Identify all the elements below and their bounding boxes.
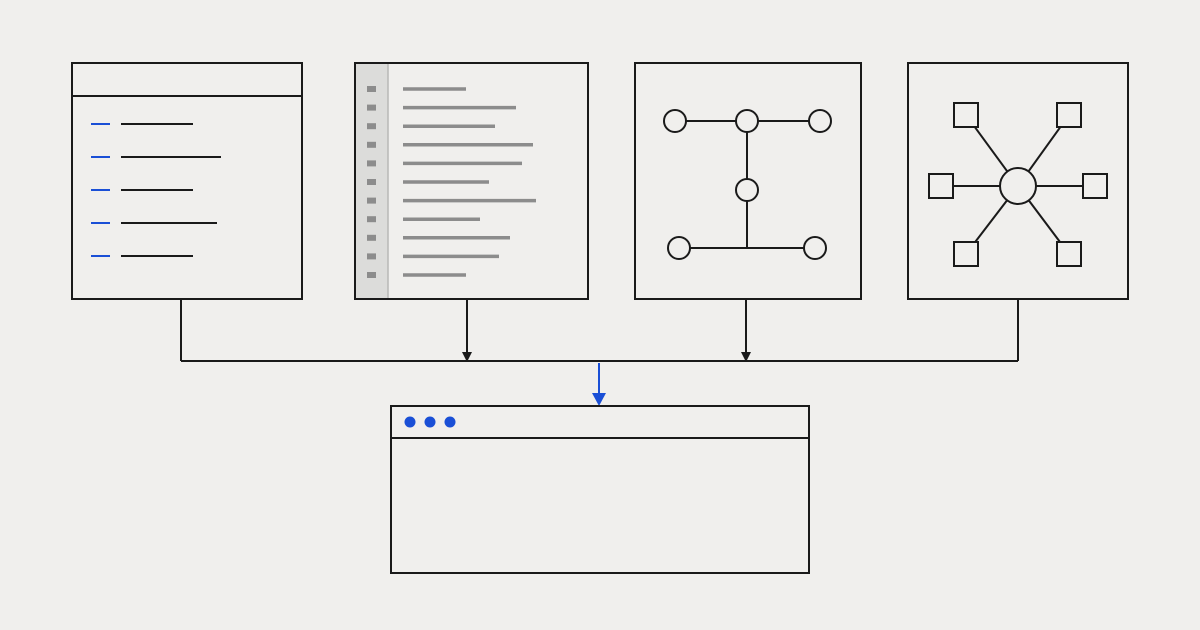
code-editor-rows [367,86,536,278]
tree-node [803,236,827,260]
star-leaf-node [1056,102,1082,128]
outline-list-rows [91,123,221,257]
star-hub-node [999,167,1037,205]
line-number-marker [367,179,376,185]
output-arrow-head [592,393,606,406]
line-number-marker [367,234,376,241]
outline-list-panel [71,62,303,300]
tree-graph-frame [634,62,862,300]
line-number-marker [367,216,376,223]
output-window [390,405,810,574]
tree-node [735,178,759,202]
code-editor-panel [354,62,589,300]
star-leaf-node [1056,241,1082,267]
merge-connectors [180,299,1019,362]
arrowhead-panel-3 [741,352,751,362]
line-number-marker [367,197,376,204]
arrowhead-panel-2 [462,352,472,362]
tree-graph-panel [634,62,862,300]
line-number-marker [367,253,376,260]
window-dot-icon [404,416,416,428]
tree-node [808,109,832,133]
window-dot-icon [444,416,456,428]
tree-node [663,109,687,133]
line-number-marker [367,272,376,278]
outline-list-frame [71,62,303,300]
tree-node [735,109,759,133]
code-editor-frame [354,62,589,300]
star-leaf-node [953,241,979,267]
line-number-marker [367,86,376,92]
tree-node [667,236,691,260]
window-dot-icon [424,416,436,428]
line-number-marker [367,123,376,130]
star-leaf-node [953,102,979,128]
line-number-marker [367,141,376,148]
star-graph-panel [907,62,1129,300]
output-window-frame [390,405,810,574]
star-leaf-node [928,173,954,199]
line-number-marker [367,104,376,111]
line-number-marker [367,160,376,167]
star-leaf-node [1082,173,1108,199]
